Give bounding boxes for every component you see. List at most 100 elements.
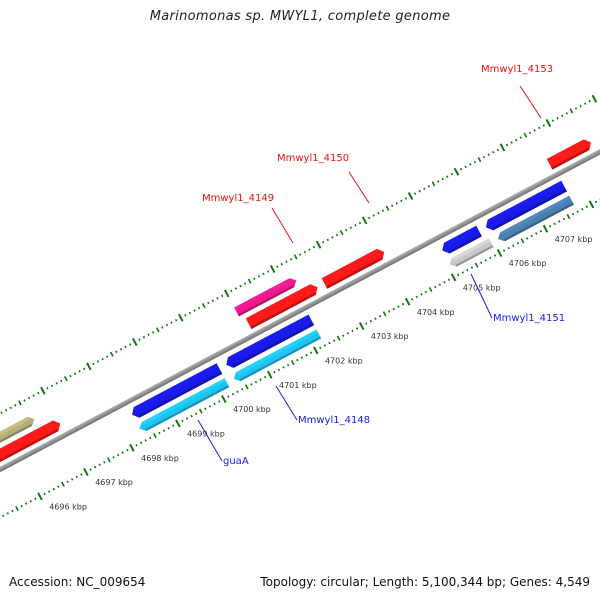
gene-feature[interactable] <box>483 180 567 233</box>
inner-tick <box>535 232 538 235</box>
inner-tick <box>103 461 106 464</box>
inner-tick <box>585 205 589 209</box>
outer-tick <box>40 386 46 395</box>
outer-tick <box>0 411 3 414</box>
kbp-label: 4698 kbp <box>141 454 179 463</box>
inner-tick <box>172 424 175 428</box>
outer-tick <box>247 278 252 284</box>
inner-tick <box>37 492 43 501</box>
outer-tick <box>427 185 431 188</box>
outer-tick-ruler <box>0 94 598 414</box>
inner-tick <box>244 384 249 390</box>
outer-tick <box>138 338 141 341</box>
gene-feature[interactable] <box>0 418 63 479</box>
outer-tick <box>129 343 132 346</box>
inner-tick <box>263 375 267 379</box>
inner-tick <box>213 402 216 406</box>
outer-tick <box>276 265 279 268</box>
gene-feature-guaA[interactable] <box>137 378 230 433</box>
inner-tick <box>484 259 487 262</box>
inner-tick <box>312 346 319 355</box>
inner-tick <box>190 414 193 418</box>
inner-tick <box>144 439 147 442</box>
gene-label[interactable]: Mmwyl1_4150 <box>277 153 349 164</box>
gene-label[interactable]: Mmwyl1_4151 <box>493 313 565 324</box>
outer-tick <box>322 241 325 244</box>
inner-tick <box>594 200 598 204</box>
inner-tick <box>502 249 506 252</box>
outer-tick <box>243 282 247 285</box>
outer-tick <box>556 116 559 120</box>
outer-tick <box>14 404 17 407</box>
inner-tick <box>493 254 497 257</box>
outer-tick <box>418 189 421 193</box>
inner-tick <box>474 262 479 268</box>
inner-tick <box>434 285 437 289</box>
inner-tick <box>581 207 584 211</box>
gene-feature-Mmwyl1_4150[interactable] <box>321 247 387 289</box>
outer-tick <box>372 214 375 217</box>
gene-feature-Mmwyl1_4153[interactable] <box>546 137 594 170</box>
inner-tick <box>415 295 418 299</box>
inner-tick <box>424 290 428 294</box>
gene-feature-Mmwyl1_4151[interactable] <box>447 238 494 269</box>
inner-tick <box>61 481 65 487</box>
gene-label[interactable]: Mmwyl1_4148 <box>298 415 370 426</box>
inner-tick <box>296 358 299 362</box>
gene-feature-Mmwyl1_4148[interactable] <box>231 329 322 384</box>
outer-tick <box>147 333 150 337</box>
outer-tick <box>492 151 495 154</box>
outer-tick <box>285 260 288 264</box>
inner-tick <box>566 213 571 220</box>
outer-tick <box>27 396 31 400</box>
outer-tick <box>477 156 482 163</box>
inner-tick <box>43 492 46 496</box>
outer-tick <box>335 233 339 237</box>
inner-tick <box>175 419 181 428</box>
gene-callouts: Mmwyl1_4153Mmwyl1_4150Mmwyl1_4149Mmwyl1_… <box>197 64 565 467</box>
outer-tick <box>262 272 265 276</box>
outer-tick <box>216 296 219 300</box>
inner-tick <box>525 237 529 240</box>
outer-tick <box>385 205 390 211</box>
outer-tick <box>37 391 40 395</box>
outer-tick <box>542 124 545 127</box>
gene-feature[interactable] <box>0 415 37 473</box>
outer-tick <box>487 153 490 156</box>
outer-tick <box>510 141 513 144</box>
outer-tick <box>551 119 555 122</box>
inner-tick <box>489 256 492 260</box>
gene-label[interactable]: Mmwyl1_4149 <box>202 193 274 204</box>
inner-tick <box>112 456 115 459</box>
gene-feature[interactable] <box>129 363 223 420</box>
outer-tick <box>239 284 242 288</box>
gene-feature[interactable] <box>496 195 574 244</box>
gene-feature[interactable] <box>245 282 321 329</box>
inner-tick <box>195 412 198 415</box>
inner-tick <box>342 334 345 338</box>
outer-tick <box>220 294 224 298</box>
inner-tick <box>539 229 543 233</box>
inner-tick <box>218 400 221 403</box>
outer-tick <box>266 270 270 273</box>
gene-label[interactable]: guaA <box>223 456 249 467</box>
inner-tick <box>231 392 235 396</box>
inner-tick <box>470 266 474 269</box>
outer-tick <box>561 114 564 118</box>
gene-label[interactable]: Mmwyl1_4153 <box>481 64 553 75</box>
outer-tick <box>381 209 385 212</box>
kbp-label: 4706 kbp <box>509 259 547 268</box>
gene-feature[interactable] <box>440 225 482 256</box>
gene-feature-Mmwyl1_4149[interactable] <box>234 276 298 317</box>
kbp-label: 4701 kbp <box>279 381 317 390</box>
inner-tick <box>382 311 387 317</box>
outer-tick <box>257 275 261 278</box>
gene-feature[interactable] <box>224 314 315 371</box>
inner-tick <box>15 505 19 512</box>
outer-tick <box>234 287 238 290</box>
inner-tick <box>588 200 595 209</box>
inner-tick <box>221 395 227 404</box>
inner-tick <box>11 509 14 513</box>
callout-line <box>348 171 370 204</box>
